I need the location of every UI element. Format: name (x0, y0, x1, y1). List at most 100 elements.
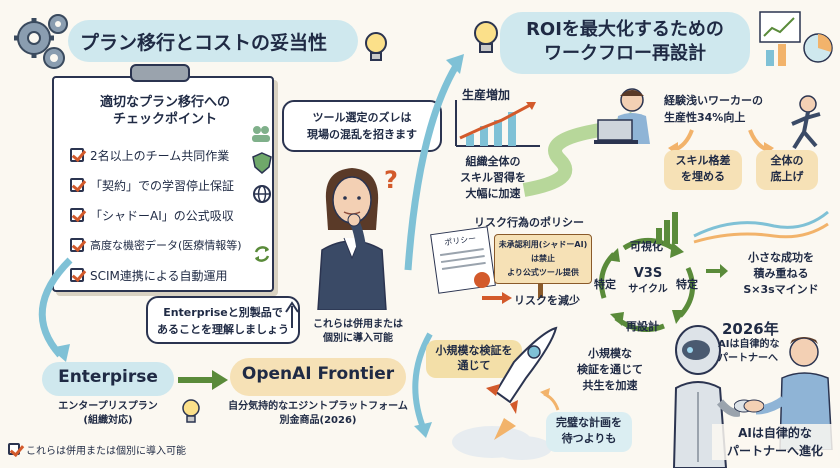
small-verify-line3: 共生を加速 (582, 379, 638, 392)
footer-note: これらは併用または個別に導入可能 (8, 440, 186, 458)
sync-icon (252, 244, 272, 264)
y2026-text: AIは自律的な パートナーへ (718, 338, 798, 366)
checkbox-icon (70, 178, 84, 192)
curved-arrow-left (30, 250, 230, 370)
skill-gap-pill: スキル格差 を埋める (664, 150, 742, 190)
lightbulb-right-icon (470, 18, 502, 60)
perfect-plan-pill: 完璧な計画を 待つよりも (546, 412, 632, 452)
small-verify-line1: 小規模な (588, 347, 632, 360)
checkbox-icon (70, 148, 84, 162)
enterprise-pill: Enterpirse (42, 362, 174, 396)
clipboard-clip-icon (130, 64, 190, 82)
enterprise-desc-line2: (組織対応) (83, 415, 133, 426)
checklist-item: 「シャドーAI」の公式吸収 (70, 200, 276, 230)
small-verify-text: 小規模な 検証を通じて 共生を加速 (564, 346, 656, 394)
production-chart (452, 98, 542, 150)
frontier-pill: OpenAI Frontier (230, 358, 406, 396)
unapproved-line2: は禁止 (531, 254, 555, 263)
uplift-line1: 全体の (770, 154, 804, 167)
right-title: ROIを最大化するための ワークフロー再設計 (500, 12, 750, 74)
cycle-center-line2: サイクル (628, 284, 668, 295)
uplift-line2: 底上げ (770, 170, 804, 183)
combination-note: これらは併用または 個別に導入可能 (304, 318, 412, 346)
unapproved-line1: 未承認利用(シャドーAI) (498, 240, 588, 249)
frontier-desc-line2: 別金商品(2026) (279, 415, 357, 426)
ai-partner-line2: パートナーへ進化 (726, 444, 823, 458)
risk-policy-title: リスク行為のポリシー (474, 216, 584, 229)
v3s-cycle-diagram (594, 232, 704, 333)
left-title: プラン移行とコストの妥当性 (68, 20, 358, 62)
skill-gap-line1: スキル格差 (675, 154, 731, 167)
lightbulb-small-icon (180, 398, 202, 426)
arrow-up-left-icon (538, 386, 562, 412)
org-skill-text: 組織全体の スキル習得を 大幅に加速 (446, 154, 540, 202)
lightbulb-icon (362, 30, 390, 66)
enterprise-desc: エンタープリスプラン (組織対応) (30, 400, 186, 428)
big-arrow-to-bottom (400, 330, 440, 440)
risk-reduce-text: リスクを減少 (514, 294, 580, 307)
arrow-right-green-icon (704, 262, 730, 280)
cycle-left-label: 特定 (594, 278, 616, 291)
checkbox-icon (70, 208, 84, 222)
uplift-pill: 全体の 底上げ (756, 150, 818, 190)
y2026-line1: AIは自律的な (718, 339, 780, 350)
frontier-name: OpenAI Frontier (241, 364, 395, 384)
rocket-illustration (452, 322, 572, 462)
cycle-center: V3S サイクル (616, 266, 680, 298)
checkbox-icon (70, 268, 84, 282)
worker-productivity-text: 経験浅いワーカーの 生産性34%向上 (664, 92, 786, 126)
checklist-item-label: SCIM連携による自動運用 (90, 268, 228, 283)
worker-text-line1: 経験浅いワーカーの (664, 94, 763, 107)
speech-bubble-tool: ツール選定のズレは 現場の混乱を招きます (282, 100, 442, 152)
small-verify-pill-line2: 通じて (457, 359, 491, 372)
year-2026: 2026年 (722, 320, 779, 338)
org-skill-line2: スキル習得を (460, 171, 526, 184)
cycle-right-label: 特定 (676, 278, 698, 291)
arrow-right-icon (176, 366, 230, 394)
thinking-woman-illustration (304, 160, 400, 311)
ai-partner-line1: AIは自律的な (738, 426, 812, 440)
combination-note-line2: 個別に導入可能 (323, 333, 393, 344)
running-man-icon (780, 94, 832, 154)
question-mark-icon: ? (384, 166, 398, 194)
checkbox-icon (70, 238, 84, 252)
combination-note-line1: これらは併用または (313, 319, 403, 330)
small-verify-line2: 検証を通じて (577, 363, 643, 376)
checklist-item: 2名以上のチーム共同作業 (70, 140, 276, 170)
production-chart-label: 生産増加 (462, 88, 511, 102)
footer-checkbox-icon (8, 443, 20, 455)
cycle-bottom-label: 再設計 (626, 320, 659, 333)
right-title-line2: ワークフロー再設計 (544, 43, 706, 64)
org-skill-line3: 大幅に加速 (465, 187, 521, 200)
speech-bubble-enterprise: Enterpriseと別製品で あることを理解しましょう (146, 296, 300, 344)
growth-bars-icon (654, 206, 830, 246)
frontier-desc: 自分気持的なエジントプラットフォーム 別金商品(2026) (222, 400, 414, 428)
enterprise-desc-line1: エンタープリスプラン (58, 401, 158, 412)
bubble-enterprise-line1: Enterpriseと別製品で (163, 306, 283, 319)
frontier-desc-line1: 自分気持的なエジントプラットフォーム (228, 401, 408, 412)
org-skill-line1: 組織全体の (465, 155, 521, 168)
bubble-enterprise-line2: あることを理解しましょう (157, 323, 289, 336)
charts-icon (756, 8, 836, 72)
checklist-item-label: 「契約」での学習停止保証 (90, 178, 235, 193)
checklist-heading: 適切なプラン移行への チェックポイント (62, 94, 268, 128)
small-success-line3: S×3sマインド (743, 283, 819, 296)
team-icon (250, 124, 272, 144)
gears-icon (4, 6, 74, 76)
globe-icon (252, 184, 272, 204)
cycle-top-label: 可視化 (630, 240, 663, 253)
checklist-items: 2名以上のチーム共同作業 「契約」での学習停止保証 「シャドーAI」の公式吸収 … (70, 140, 276, 290)
checklist-item: 高度な機密データ(医療情報等) (70, 230, 276, 260)
checklist-clipboard (52, 76, 274, 292)
unapproved-sign: 未承認利用(シャドーAI) は禁止 より公式ツール提供 (494, 234, 592, 284)
checklist-item-label: 高度な機密データ(医療情報等) (90, 239, 242, 252)
checklist-item: 「契約」での学習停止保証 (70, 170, 276, 200)
checklist-item-label: 「シャドーAI」の公式吸収 (90, 208, 234, 223)
footer-note-text: これらは併用または個別に導入可能 (26, 445, 186, 457)
cycle-center-line1: V3S (633, 266, 663, 281)
small-success-text: 小さな成功を 積み重ねる S×3sマインド (728, 250, 834, 298)
unapproved-line3: より公式ツール提供 (507, 268, 579, 277)
bubble-tool-line2: 現場の混乱を招きます (307, 128, 417, 141)
small-success-line1: 小さな成功を (748, 251, 814, 264)
risk-arrow-icon (480, 290, 514, 306)
